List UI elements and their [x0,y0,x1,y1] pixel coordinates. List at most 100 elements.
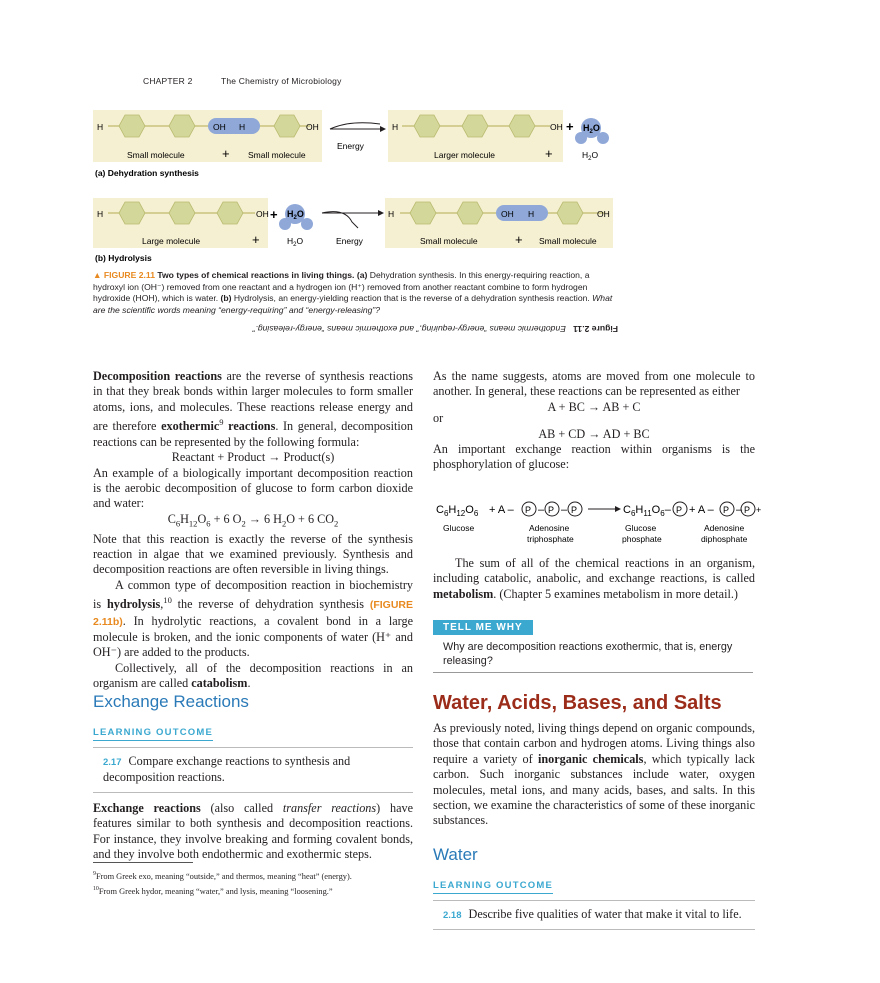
text: . [247,676,251,691]
svg-text:H2O: H2O [287,209,304,221]
plus-sign: + [545,146,553,161]
footnote: 9From Greek exo, meaning “outside,” and … [93,871,352,881]
caption-tag: (a) [356,270,368,280]
plus-sign: + [222,146,230,161]
text: are the reverse of synthesis reactions i… [93,369,413,434]
text: The sum of all of the chemical reactions… [433,556,755,586]
equation: AB + CD → AD + BC [538,426,650,441]
text: . In general, decomposition reactions ca… [93,419,413,449]
footnote-ref: 9 [219,417,224,428]
term: transfer reactions [282,800,377,815]
small-molecule-label: Small molecule [420,236,478,246]
text: As previously noted, living things depen… [433,721,755,766]
oh-h-highlight [208,118,260,134]
learning-outcome-item: 2.17 Compare exchange reactions to synth… [93,747,413,793]
water-label: H2O [582,150,598,162]
h-label: H [239,122,245,132]
plus-sign: + [252,232,260,247]
atp-label: Adenosine [529,523,569,533]
oh-label: OH [213,122,226,132]
outcome-number: 2.17 [103,757,122,768]
energy-label: Energy [337,141,365,151]
h-label: H [392,122,398,132]
term: reactions [223,419,276,434]
figure-caption: ▲ FIGURE 2.11 Two types of chemical reac… [93,270,613,316]
arrow-icon [380,126,386,132]
text: , which typically lack carbon. Such inor… [433,751,755,828]
term: Exchange reactions [93,800,201,815]
svg-text:+: + [756,505,761,515]
term: exothermic [161,419,220,434]
paragraph-text: The sum of all of the chemical reactions… [433,556,755,602]
footnote-rule [93,862,193,863]
term: inorganic chemicals [537,751,644,766]
paragraph: Exchange reactions (also called transfer… [93,801,413,863]
svg-text:P: P [571,505,577,515]
larger-molecule-label: Larger molecule [434,150,495,160]
outcome-number: 2.18 [443,909,462,921]
text: ) have features similar to both synthesi… [93,800,413,862]
plus-sign: + [566,119,574,134]
svg-text:C6H12O6: C6H12O6 [436,504,479,518]
footnote-ref: 10 [163,595,172,606]
section-heading: Water, Acids, Bases, and Salts [433,692,722,714]
atp-label-2: triphosphate [527,534,574,544]
h-label: H [528,209,534,219]
term: metabolism [433,586,494,601]
caption-tag: (b) [220,293,232,304]
g6p-label-2: phosphate [622,534,662,544]
small-molecule-label: Small molecule [127,150,185,160]
svg-text:P: P [744,505,750,515]
figure-link[interactable]: (FIGURE 2.11b) [93,599,413,628]
running-header: CHAPTER 2 The Chemistry of Microbiology [143,76,368,86]
svg-text:–: – [538,504,545,516]
outcome-text: Describe five qualities of water that ma… [468,906,742,921]
exchange-section: Exchange Reactions LEARNING OUTCOME 2.17… [93,692,413,875]
caption-text: Hydrolysis, an energy-yielding reaction … [233,293,590,304]
paragraph: As previously noted, living things depen… [433,721,755,829]
oh-h-highlight [496,205,548,221]
answer-text: Endothermic means “energy-requiring,” an… [252,324,566,334]
water-molecule-icon: H2O [575,118,609,144]
arrow-icon [378,210,384,216]
phosphorylation-equation: C6H12O6 + A – P – P – P C6H11O6– P + A –… [436,501,761,544]
adp-label-2: diphosphate [701,534,748,544]
section-heading: Exchange Reactions [93,692,249,711]
paragraph: Decomposition reactions are the reverse … [93,369,413,450]
chapter-label: CHAPTER 2 [143,76,193,86]
caption-text: Dehydration synthesis. In this energy-re… [93,270,590,304]
learning-outcome-label: LEARNING OUTCOME [433,880,554,894]
svg-text:P: P [723,505,729,515]
footnotes: 9From Greek exo, meaning “outside,” and … [93,868,413,898]
caption-question: What are the scientific words meaning “e… [93,293,613,315]
water-label: H2O [287,236,303,248]
paragraph: An example of a biologically important d… [93,465,413,511]
equation: A + BC → AB + C [547,399,641,414]
text: Collectively, all of the decomposition r… [93,660,413,691]
term: Decomposition reactions [93,369,222,383]
oh-label: OH [501,209,514,219]
oh-label: OH [256,209,269,219]
svg-text:–: – [736,504,743,516]
small-molecule-label: Small molecule [248,150,306,160]
footnote-text: From Greek hydor, meaning “water,” and l… [98,886,333,896]
tell-me-why-question: Why are decomposition reactions exotherm… [433,635,753,673]
paragraph: An important exchange reaction within or… [433,442,755,472]
upside-down-answer: Figure 2.11 Endothermic means “energy-re… [238,324,618,334]
oh-label: OH [597,209,610,219]
text: A common type of decomposition reaction … [93,577,413,612]
large-molecule-label: Large molecule [142,236,200,246]
outcome-text: Compare exchange reactions to synthesis … [103,754,351,785]
footnote-text: From Greek exo, meaning “outside,” and t… [95,871,352,881]
water-molecule-icon: H2O [279,204,313,230]
tell-me-why-box: TELL ME WHY Why are decomposition reacti… [433,617,753,673]
figure-label: ▲ FIGURE 2.11 [93,270,155,280]
term: catabolism [191,676,248,691]
right-column: As the name suggests, atoms are moved fr… [433,369,755,473]
learning-outcome-label: LEARNING OUTCOME [93,727,214,741]
panel-a-label: (a) Dehydration synthesis [95,168,199,178]
chapter-title: The Chemistry of Microbiology [220,76,342,86]
water-acids-section: Water, Acids, Bases, and Salts As previo… [433,692,755,931]
plus-sign: + [515,232,523,247]
svg-text:P: P [525,505,531,515]
